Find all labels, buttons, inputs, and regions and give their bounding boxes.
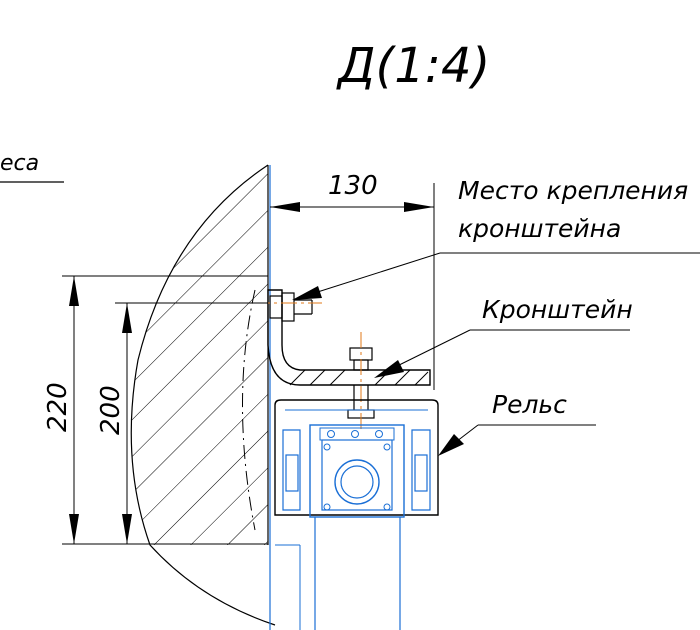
mount-place-leader-arrow: [292, 286, 322, 300]
bracket-label: Кронштейн: [482, 295, 633, 324]
view-title: Д(1:4): [336, 38, 490, 94]
dim-220-label: 220: [43, 382, 73, 432]
dim-200-label: 200: [96, 385, 126, 435]
rail-profile: [274, 399, 439, 518]
rail-leader-arrow: [438, 434, 464, 456]
mount-place-label-line2: кронштейна: [458, 214, 621, 243]
dim-200-arrow-bottom: [122, 514, 132, 544]
dim-130-arrow-left: [270, 202, 300, 212]
rail-label: Рельс: [492, 390, 567, 419]
wall-inner-dashdot: [242, 289, 256, 531]
partial-label: еса: [0, 151, 39, 176]
dim-220-arrow-bottom: [69, 514, 79, 544]
mount-place-leader: [304, 252, 441, 297]
dim-220-arrow-top: [69, 276, 79, 306]
dim-200-arrow-top: [122, 303, 132, 333]
mount-place-label-line1: Место крепления: [458, 176, 688, 205]
bracket-leader-arrow: [374, 360, 404, 378]
dim-130-label: 130: [328, 171, 378, 201]
bracket-profile: [267, 289, 431, 386]
post: [275, 517, 401, 630]
bracket-hatch: [289, 369, 429, 386]
dim-130-arrow-right: [404, 202, 434, 212]
wall-bolt: [269, 292, 313, 322]
